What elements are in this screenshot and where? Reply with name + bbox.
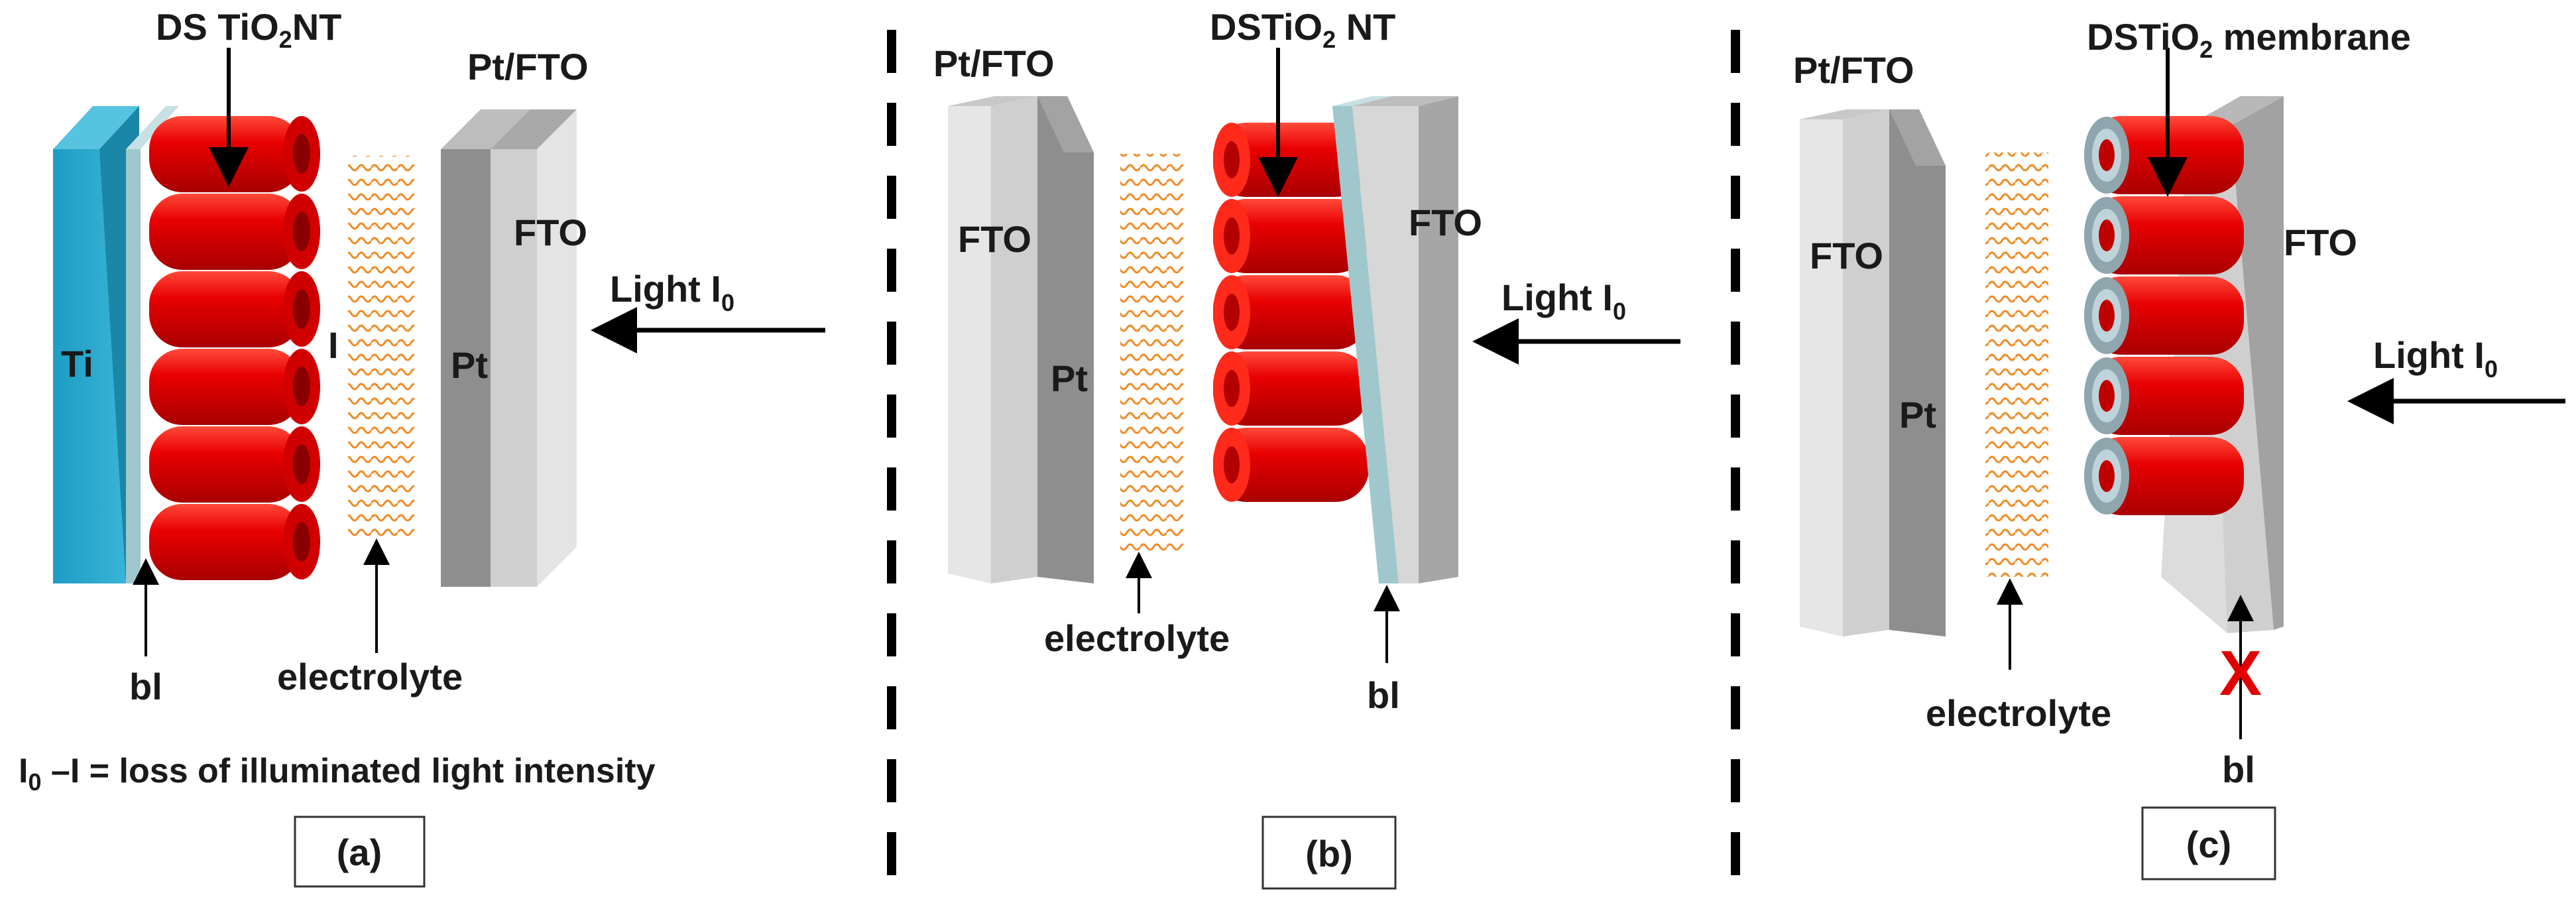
fto-left-label-b: FTO	[958, 218, 1031, 260]
fto-right-label-b: FTO	[1409, 202, 1482, 243]
membrane-tube	[2084, 437, 2244, 515]
pt-label-c: Pt	[1899, 394, 1936, 436]
electrolyte-c	[1985, 152, 2048, 577]
panel-tag-box-c	[2141, 806, 2276, 881]
membrane-tube	[2084, 276, 2244, 355]
panel-tag-box-b	[1261, 816, 1397, 890]
nanotube-label-b: DSTiO2 NT	[1210, 6, 1395, 53]
panel-c: X Pt/FTO DSTiO2 membrane FTO Pt FTO Ligh…	[1793, 16, 2565, 881]
nanotube	[149, 349, 320, 425]
nanotube	[149, 271, 320, 347]
membrane-label-c: DSTiO2 membrane	[2087, 16, 2411, 63]
panel-tag-box-a	[294, 816, 426, 888]
ptfto-label-a: Pt/FTO	[467, 46, 589, 88]
pt-label-b: Pt	[1051, 357, 1088, 399]
loss-equation-a: I0 –I = loss of illuminated light intens…	[19, 752, 656, 796]
nanotube	[149, 194, 320, 270]
pt-fto-electrode-a	[441, 109, 577, 587]
electrolyte-label-c: electrolyte	[1926, 692, 2111, 734]
nanotube	[1213, 428, 1369, 502]
cross-mark-c: X	[2219, 638, 2262, 709]
nanotube-array-b	[1213, 123, 1369, 502]
ptfto-label-b: Pt/FTO	[933, 42, 1055, 84]
bl-fto-electrode-b	[1332, 96, 1458, 583]
nanotube-label-a: DS TiO2NT	[156, 6, 341, 53]
membrane-tube	[2084, 357, 2244, 435]
nanotube	[149, 426, 320, 503]
light-label-a: Light I0	[610, 268, 734, 316]
pt-fto-electrode-c	[1800, 109, 1946, 637]
ti-label-a: Ti	[61, 343, 93, 385]
electrolyte-a	[348, 156, 414, 540]
fto-left-label-c: FTO	[1810, 235, 1883, 276]
pt-label-a: Pt	[451, 344, 488, 386]
bl-label-a: bl	[129, 666, 162, 707]
panel-tag-a: (a)	[337, 831, 382, 873]
panel-tag-b: (b)	[1305, 833, 1353, 875]
i-label-a: I	[328, 324, 339, 366]
light-label-b: Light I0	[1501, 276, 1626, 325]
nanotube	[1213, 199, 1369, 273]
bl-label-c: bl	[2222, 749, 2255, 790]
panel-a: DS TiO2NT Pt/FTO FTO Pt Ti I Light I0 bl…	[19, 6, 825, 888]
nanotube	[1213, 351, 1369, 426]
pt-fto-electrode-b	[948, 96, 1094, 583]
electrolyte-label-a: electrolyte	[277, 656, 463, 698]
electrolyte-label-b: electrolyte	[1044, 617, 1230, 659]
fto-label-a: FTO	[514, 212, 587, 253]
fto-right-label-c: FTO	[2284, 221, 2357, 263]
electrolyte-b	[1120, 154, 1183, 552]
nanotube-array-a	[149, 116, 320, 580]
nanotube	[1213, 275, 1369, 349]
panel-b: Pt/FTO DSTiO2 NT FTO Pt FTO Light I0 ele…	[933, 6, 1680, 890]
membrane-tube	[2084, 116, 2244, 194]
nanotube	[149, 504, 320, 580]
nanotube	[149, 116, 320, 192]
membrane-tube	[2084, 196, 2244, 274]
panel-tag-c: (c)	[2186, 823, 2231, 865]
blocking-layer-a	[126, 106, 179, 583]
light-label-c: Light I0	[2373, 334, 2498, 383]
bl-label-b: bl	[1367, 674, 1400, 716]
membrane-tube-array-c	[2084, 116, 2244, 515]
ptfto-label-c: Pt/FTO	[1793, 49, 1914, 91]
